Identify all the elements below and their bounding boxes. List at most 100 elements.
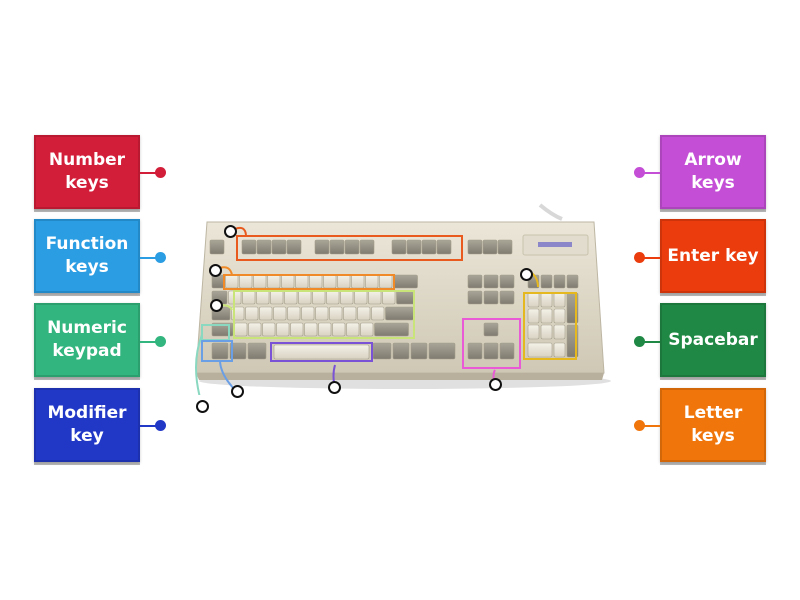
keyboard-key xyxy=(483,290,499,305)
label-text: Letter keys xyxy=(683,403,743,446)
keyboard-key xyxy=(527,324,540,340)
label-text: Modifier key xyxy=(47,403,127,446)
keyboard-key xyxy=(351,274,365,289)
drop-target[interactable] xyxy=(196,400,209,413)
keyboard-key xyxy=(314,239,330,255)
keyboard-key xyxy=(540,308,553,324)
keyboard-key xyxy=(332,322,346,337)
keyboard-key xyxy=(315,306,329,321)
keyboard-key xyxy=(482,239,498,255)
keyboard-key xyxy=(273,344,370,360)
label-numeric-keypad[interactable]: Numeric keypad xyxy=(34,303,140,377)
connector-dot xyxy=(634,252,645,263)
keyboard-key xyxy=(540,274,553,289)
keyboard-key xyxy=(357,306,371,321)
keyboard-key xyxy=(340,290,354,305)
connector-line xyxy=(140,257,158,259)
keyboard-key xyxy=(346,322,360,337)
keyboard-key xyxy=(326,290,340,305)
keyboard-key xyxy=(483,342,499,360)
keyboard-key xyxy=(553,342,566,358)
label-letter-keys[interactable]: Letter keys xyxy=(660,388,766,462)
keyboard-key xyxy=(371,306,385,321)
keyboard-key xyxy=(385,306,414,321)
connector-dot xyxy=(634,167,645,178)
keyboard-key xyxy=(382,290,396,305)
keyboard-key xyxy=(247,342,267,360)
keyboard-key xyxy=(329,306,343,321)
keyboard-key xyxy=(421,239,437,255)
keyboard-key xyxy=(286,239,302,255)
keyboard-key xyxy=(540,324,553,340)
keyboard-key xyxy=(359,239,375,255)
keyboard-key xyxy=(242,290,256,305)
drop-target[interactable] xyxy=(489,378,502,391)
keyboard-key xyxy=(270,290,284,305)
label-number-keys[interactable]: Number keys xyxy=(34,135,140,209)
keyboard-key xyxy=(301,306,315,321)
label-text: Number keys xyxy=(48,150,126,193)
keyboard-key xyxy=(406,239,422,255)
drop-target[interactable] xyxy=(210,299,223,312)
keyboard-key xyxy=(259,306,273,321)
keyboard-key xyxy=(393,274,418,289)
keyboard-key xyxy=(467,274,483,289)
connector-line xyxy=(140,425,158,427)
keyboard-key xyxy=(436,239,452,255)
label-function-keys[interactable]: Function keys xyxy=(34,219,140,293)
keyboard-key xyxy=(239,274,253,289)
keyboard-key xyxy=(273,306,287,321)
keyboard-key xyxy=(298,290,312,305)
keyboard-key xyxy=(499,342,515,360)
keyboard-key xyxy=(553,308,566,324)
drop-target[interactable] xyxy=(520,268,533,281)
drop-target[interactable] xyxy=(328,381,341,394)
keyboard-image xyxy=(190,195,620,406)
keyboard-key xyxy=(267,274,281,289)
keyboard-key xyxy=(391,239,407,255)
keyboard-key xyxy=(245,306,259,321)
label-arrow-keys[interactable]: Arrow keys xyxy=(660,135,766,209)
keyboard-key xyxy=(287,306,301,321)
label-enter-key[interactable]: Enter key xyxy=(660,219,766,293)
drop-target[interactable] xyxy=(231,385,244,398)
connector-dot xyxy=(634,336,645,347)
keyboard-key xyxy=(304,322,318,337)
keyboard-key xyxy=(329,239,345,255)
connector-line xyxy=(642,425,660,427)
keyboard-key xyxy=(410,342,428,360)
keyboard-key xyxy=(553,292,566,308)
keyboard-key xyxy=(467,342,483,360)
keyboard-key xyxy=(323,274,337,289)
connector-dot xyxy=(155,336,166,347)
keyboard-key xyxy=(290,322,304,337)
keyboard-key xyxy=(271,239,287,255)
keyboard-key xyxy=(527,308,540,324)
keyboard-key xyxy=(374,322,409,337)
keyboard-key xyxy=(499,290,515,305)
label-text: Spacebar xyxy=(668,329,758,350)
label-text: Numeric keypad xyxy=(47,318,127,361)
keyboard-key xyxy=(483,274,499,289)
keyboard-key xyxy=(248,322,262,337)
keyboard-key xyxy=(372,342,392,360)
keyboard-key xyxy=(368,290,382,305)
connector-dot xyxy=(155,167,166,178)
keyboard-key xyxy=(499,274,515,289)
keyboard-key xyxy=(354,290,368,305)
keyboard-key xyxy=(225,274,239,289)
drop-target[interactable] xyxy=(224,225,237,238)
label-spacebar[interactable]: Spacebar xyxy=(660,303,766,377)
drop-target[interactable] xyxy=(209,264,222,277)
keyboard-key xyxy=(365,274,379,289)
keyboard-key xyxy=(527,342,553,358)
keyboard-key xyxy=(234,322,248,337)
keyboard-key xyxy=(343,306,357,321)
keyboard-key xyxy=(428,342,456,360)
label-text: Arrow keys xyxy=(684,150,742,193)
label-text: Enter key xyxy=(667,245,759,266)
connector-dot xyxy=(155,252,166,263)
label-modifier-key[interactable]: Modifier key xyxy=(34,388,140,462)
keyboard-key xyxy=(360,322,374,337)
connector-line xyxy=(642,172,660,174)
